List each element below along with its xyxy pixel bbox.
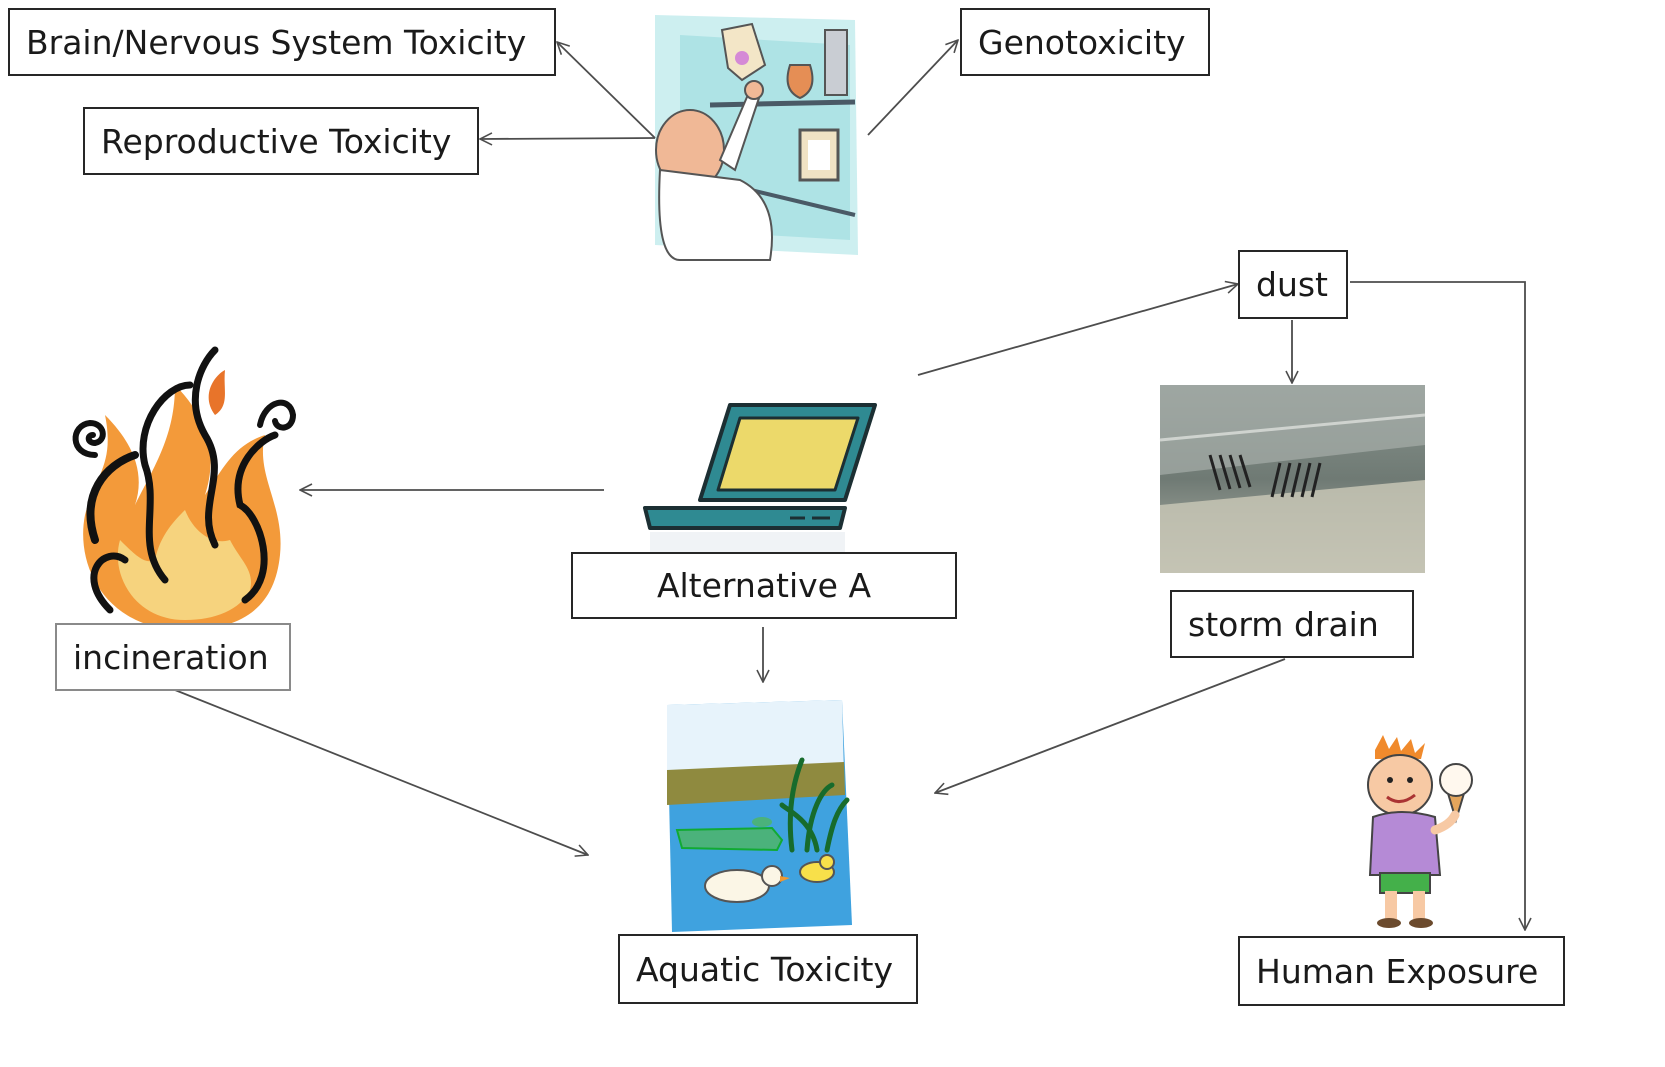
- node-incineration: incineration: [55, 623, 291, 691]
- pond-ducks-clipart: [667, 700, 852, 932]
- edge-dust-human: [1350, 281, 1525, 930]
- edge-alternative-dust: [917, 284, 1238, 376]
- boy-ice-cream-clipart: [1367, 735, 1473, 928]
- edge-incineration-aquatic: [174, 689, 588, 855]
- storm-drain-photo: [1159, 385, 1426, 573]
- node-alternative-a: Alternative A: [571, 552, 957, 619]
- node-human-exposure: Human Exposure: [1238, 936, 1565, 1006]
- node-storm-drain: storm drain: [1170, 590, 1414, 658]
- node-aquatic-toxicity: Aquatic Toxicity: [618, 934, 918, 1004]
- node-genotoxicity: Genotoxicity: [960, 8, 1210, 76]
- node-reproductive-toxicity: Reproductive Toxicity: [83, 107, 479, 175]
- edge-scientist-brain: [557, 42, 656, 139]
- edge-storm-drain-aquatic: [935, 658, 1286, 793]
- node-dust: dust: [1238, 250, 1348, 319]
- edge-scientist-genotoxicity: [867, 40, 958, 136]
- fire-clipart: [72, 346, 297, 630]
- node-brain-nervous-system-toxicity: Brain/Nervous System Toxicity: [8, 8, 556, 76]
- laptop-clipart: [643, 403, 877, 552]
- scientist-lab-clipart: [655, 15, 858, 261]
- edge-scientist-reproductive: [480, 138, 656, 139]
